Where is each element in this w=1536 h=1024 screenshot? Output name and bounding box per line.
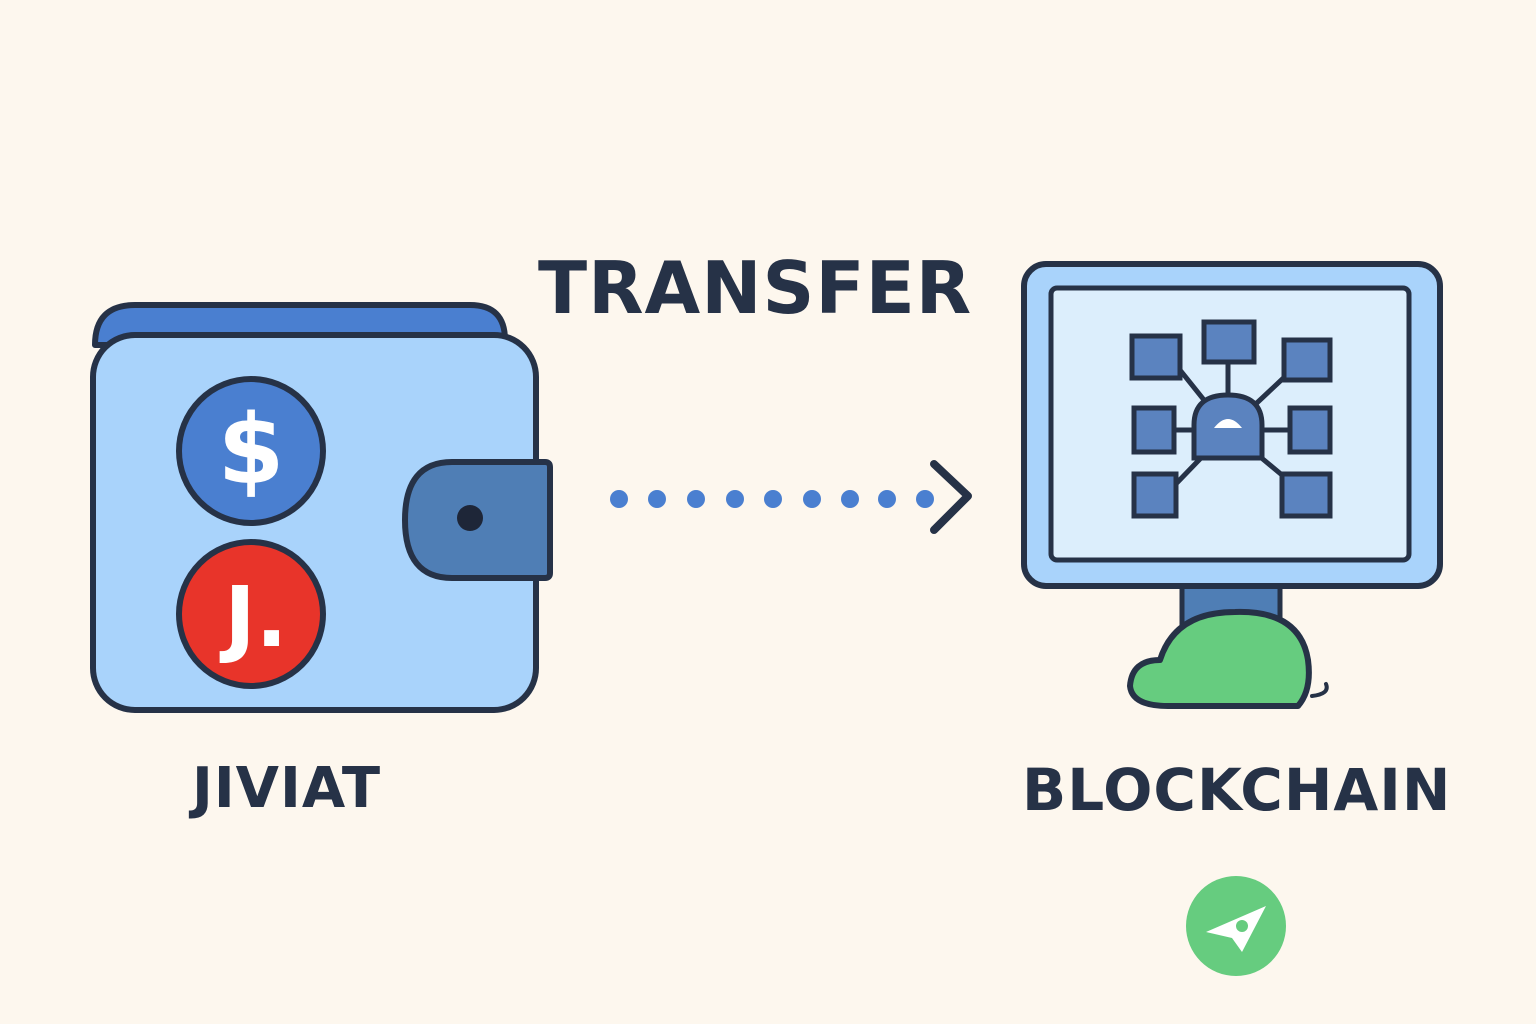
wallet-label: JIVIAT [192, 756, 382, 821]
arrowhead-icon [930, 460, 972, 534]
dollar-coin-icon: $ [176, 376, 326, 526]
transfer-label: TRANSFER [538, 246, 973, 330]
coin-symbol: $ [218, 394, 285, 506]
monitor-network-icon [1021, 261, 1443, 633]
clasp-button-icon [457, 505, 483, 531]
send-badge-icon [1186, 876, 1286, 976]
red-coin-icon: J. [176, 539, 326, 689]
blockchain-network-icon [1129, 319, 1333, 519]
blockchain-label: BLOCKCHAIN [1022, 756, 1452, 824]
coin-symbol: J. [219, 568, 287, 666]
dotted-arrow-icon [610, 460, 972, 534]
wallet-icon [90, 302, 553, 713]
cloud-icon [1127, 608, 1329, 709]
